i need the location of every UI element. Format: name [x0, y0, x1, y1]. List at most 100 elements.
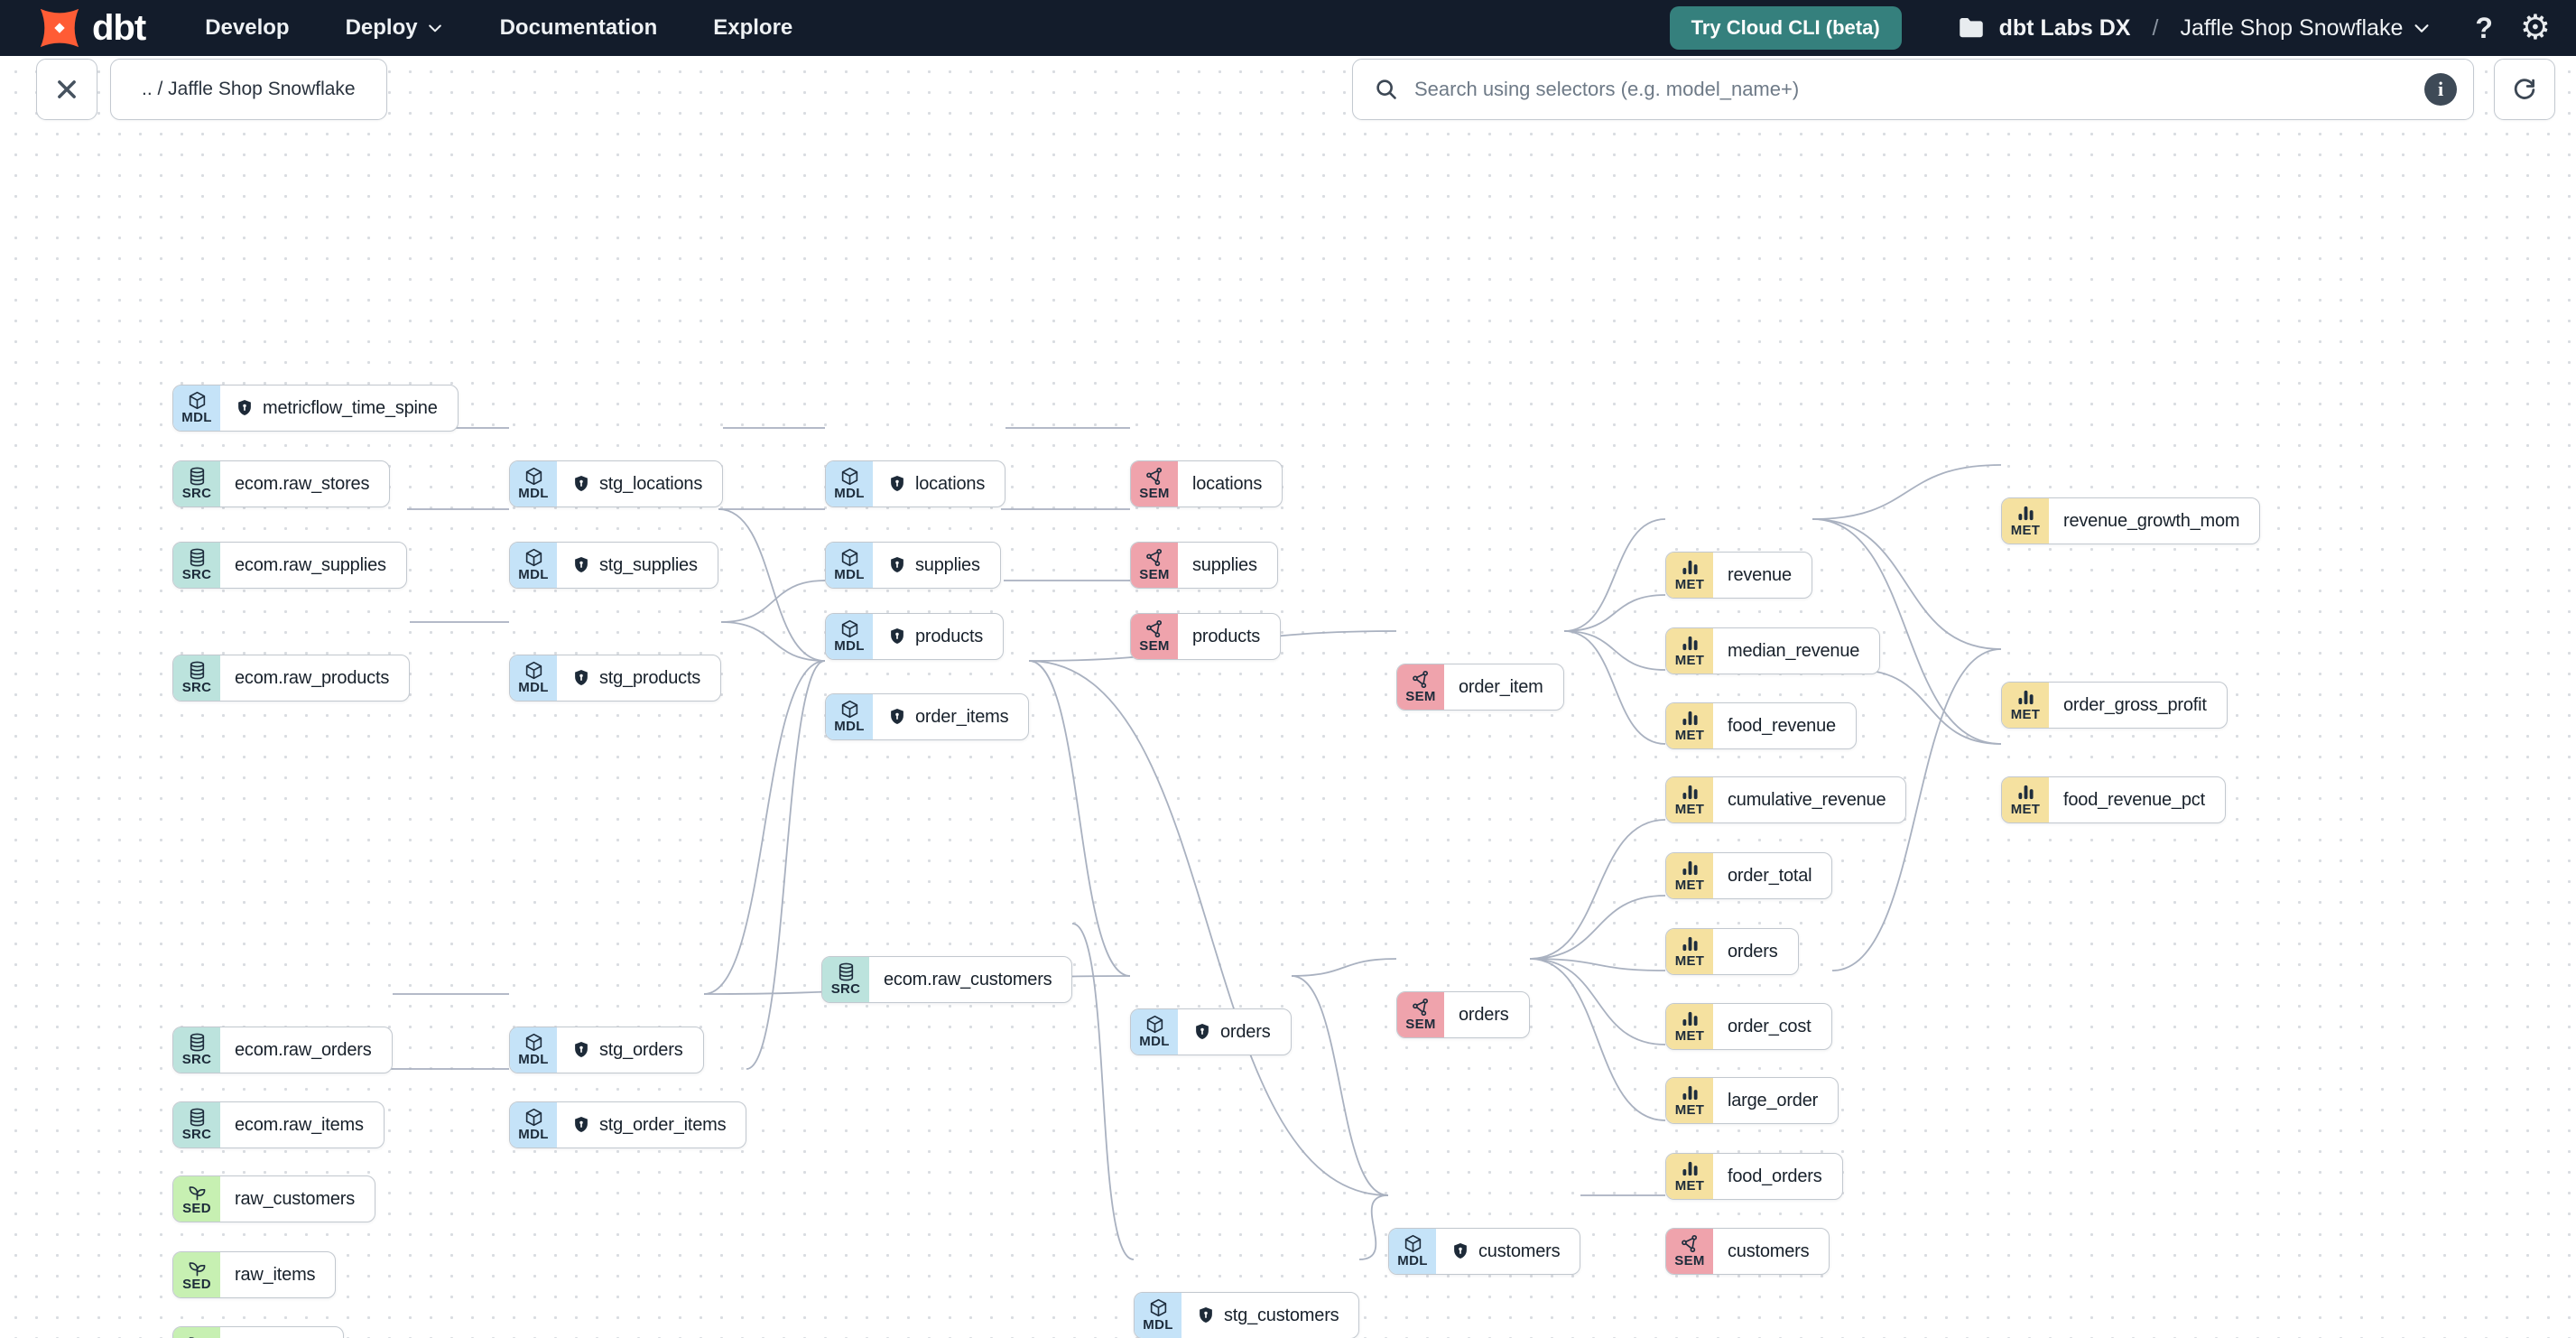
node-type-label: SRC [181, 1127, 212, 1143]
node-type-label: SEM [1139, 638, 1170, 655]
node-body: stg_supplies [557, 543, 718, 588]
try-cloud-cli-button[interactable]: Try Cloud CLI (beta) [1669, 6, 1902, 50]
semantic-model-icon [1411, 669, 1432, 690]
search-input[interactable] [1413, 77, 2424, 102]
node-body: stg_orders [557, 1027, 703, 1073]
graph-node-src_raw_orders[interactable]: SRC ecom.raw_orders [172, 1027, 393, 1073]
node-type-label: MET [1674, 878, 1705, 894]
dbt-logo-icon [40, 8, 79, 48]
project-selector[interactable]: Jaffle Shop Snowflake [2180, 15, 2432, 42]
node-body: supplies [1178, 543, 1277, 588]
graph-node-sem_order_item[interactable]: SEM order_item [1396, 664, 1564, 711]
node-type-label: SED [182, 1277, 211, 1293]
metric-bars-icon [1680, 557, 1700, 578]
gear-icon[interactable]: ⚙ [2519, 9, 2551, 47]
info-icon[interactable]: i [2424, 73, 2457, 106]
node-type-badge: SRC [173, 1027, 220, 1073]
account-breadcrumb: dbt Labs DX / Jaffle Shop Snowflake [1956, 13, 2432, 43]
node-label: ecom.raw_items [235, 1114, 364, 1135]
node-type-badge: SEM [1131, 543, 1178, 588]
node-type-badge: MDL [510, 1027, 557, 1073]
project-name: Jaffle Shop Snowflake [2180, 14, 2404, 41]
node-body: food_revenue [1713, 703, 1856, 748]
model-cube-icon [1148, 1297, 1169, 1318]
nav-develop[interactable]: Develop [205, 15, 290, 40]
chevron-down-icon [2414, 24, 2429, 33]
node-type-label: MDL [518, 486, 549, 502]
node-type-label: MDL [1397, 1253, 1428, 1269]
node-body: revenue [1713, 553, 1812, 598]
node-type-badge: SEM [1397, 664, 1444, 710]
node-body: order_item [1444, 664, 1563, 710]
refresh-button[interactable] [2494, 59, 2555, 120]
node-type-badge: SED [173, 1252, 220, 1297]
node-label: stg_products [599, 667, 701, 688]
metric-bars-icon [1680, 708, 1700, 729]
lineage-breadcrumb[interactable]: .. / Jaffle Shop Snowflake [110, 59, 387, 120]
close-lineage-button[interactable] [36, 59, 97, 120]
model-cube-icon [1403, 1233, 1423, 1254]
node-label: ecom.raw_orders [235, 1039, 372, 1060]
source-database-icon [187, 1032, 208, 1053]
model-cube-icon [839, 699, 860, 720]
node-type-badge: SEM [1397, 992, 1444, 1037]
model-cube-icon [524, 547, 544, 568]
folder-icon [1956, 13, 1987, 43]
help-icon[interactable]: ? [2475, 11, 2493, 44]
graph-node-mdl_stg_products[interactable]: MDL stg_products [509, 655, 722, 702]
shield-icon [1192, 1022, 1212, 1042]
nav-documentation[interactable]: Documentation [499, 15, 658, 40]
node-body: orders [1178, 1009, 1291, 1055]
nav-explore[interactable]: Explore [713, 15, 793, 40]
node-label: order_item [1459, 676, 1543, 697]
node-type-badge: SEM [1131, 461, 1178, 506]
account-name[interactable]: dbt Labs DX [1998, 14, 2131, 41]
node-type-badge: MET [1666, 1004, 1713, 1049]
node-type-badge: MDL [510, 655, 557, 701]
model-cube-icon [524, 1107, 544, 1128]
nav-deploy[interactable]: Deploy [346, 15, 444, 41]
node-type-label: SEM [1405, 1017, 1436, 1033]
node-body: customers [1713, 1229, 1829, 1274]
dbt-logo[interactable]: dbt [36, 5, 146, 51]
graph-node-src_raw_items[interactable]: SRC ecom.raw_items [172, 1101, 385, 1148]
